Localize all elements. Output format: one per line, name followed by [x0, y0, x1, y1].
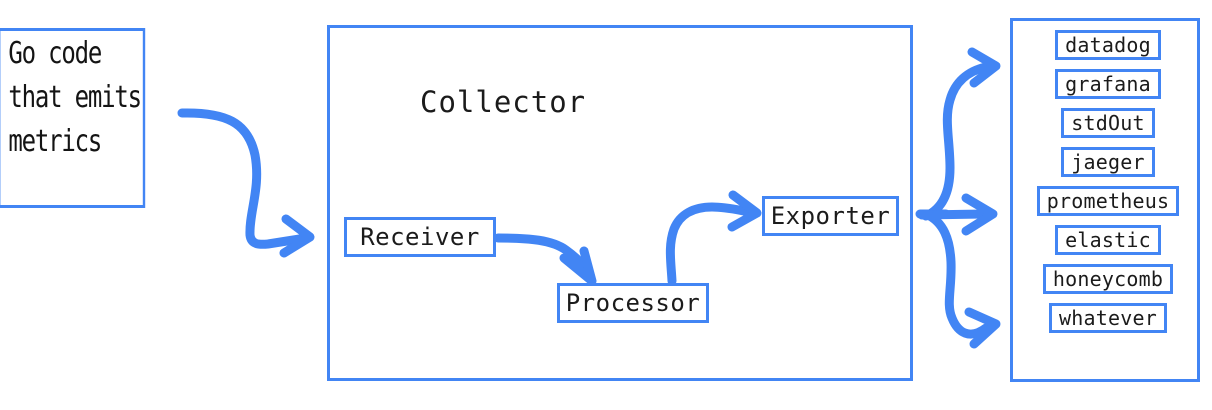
destination-item-honeycomb: honeycomb	[1042, 264, 1174, 294]
destination-item-jaeger: jaeger	[1061, 147, 1155, 177]
collector-title: Collector	[420, 85, 587, 119]
destination-label: jaeger	[1071, 150, 1145, 174]
destination-label: grafana	[1065, 72, 1151, 96]
destination-item-stdout: stdOut	[1061, 108, 1155, 138]
processor-label: Processor	[565, 289, 701, 317]
arrow-fanout-down-icon	[921, 209, 1001, 349]
receiver-label: Receiver	[360, 223, 480, 251]
source-line-1: Go code	[8, 36, 102, 71]
arrow-fanout-up-icon	[921, 47, 1001, 221]
processor-box: Processor	[557, 283, 709, 323]
arrow-source-to-collector-icon	[177, 108, 315, 258]
destination-item-elastic: elastic	[1055, 225, 1161, 255]
source-line-2: that emits	[8, 80, 142, 115]
destination-label: stdOut	[1071, 111, 1145, 135]
exporter-label: Exporter	[770, 202, 891, 230]
destination-label: elastic	[1065, 228, 1151, 252]
go-code-source-box: Go code that emits metrics	[0, 28, 146, 208]
receiver-box: Receiver	[344, 217, 496, 257]
destinations-box: datadog grafana stdOut jaeger prometheus…	[1010, 18, 1200, 382]
destination-label: datadog	[1065, 33, 1151, 57]
destination-label: honeycomb	[1052, 267, 1164, 291]
destination-label: whatever	[1059, 306, 1157, 330]
destination-item-grafana: grafana	[1055, 69, 1161, 99]
exporter-box: Exporter	[762, 196, 899, 236]
arrow-fanout-mid-icon	[917, 193, 998, 236]
source-line-3: metrics	[8, 124, 102, 159]
destination-item-whatever: whatever	[1049, 303, 1167, 333]
destinations-list: datadog grafana stdOut jaeger prometheus…	[1013, 30, 1203, 342]
destination-item-prometheus: prometheus	[1036, 186, 1180, 216]
destination-item-datadog: datadog	[1055, 30, 1161, 60]
destination-label: prometheus	[1046, 189, 1170, 213]
